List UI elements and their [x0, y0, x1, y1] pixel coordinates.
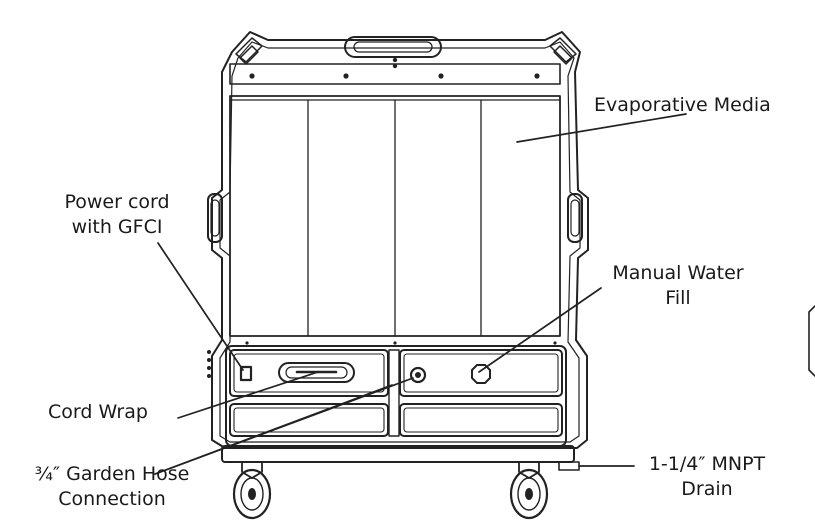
- label-power-cord-line1: Power cord: [64, 191, 170, 213]
- right-lower-panel-inner: [403, 407, 559, 433]
- cord-wrap-inner: [285, 366, 348, 379]
- caster-left: [232, 461, 272, 520]
- drain-fitting: [558, 461, 580, 471]
- garden-hose-connection-inner: [415, 372, 421, 378]
- label-cord-wrap: Cord Wrap: [48, 401, 148, 423]
- leader-evaporative-media: [516, 113, 687, 143]
- leader-garden-hose-2: [154, 377, 414, 475]
- right-lower-panel: [399, 403, 563, 437]
- leader-manual-water-fill: [478, 287, 602, 373]
- right-control-panel-inner: [403, 353, 559, 393]
- base-plate: [221, 445, 575, 463]
- garden-hose-connection: [409, 366, 427, 384]
- housing-inner-outline: [219, 41, 581, 443]
- leader-cord-wrap: [177, 371, 319, 419]
- top-carry-handle: [344, 36, 442, 58]
- cord-wrap: [278, 362, 355, 383]
- side-handle-left: [207, 193, 223, 243]
- label-evaporative-media: Evaporative Media: [594, 94, 771, 116]
- bracket-screws: [249, 57, 540, 79]
- label-garden-hose-line1: ¾″ Garden Hose: [34, 463, 190, 485]
- label-manual-water-fill-line2: Fill: [665, 287, 691, 309]
- manual-water-fill-cap: [471, 364, 491, 384]
- edge-rivets: [207, 341, 557, 378]
- side-handle-right-inner: [570, 199, 580, 237]
- label-manual-water-fill: Manual Water Fill: [586, 261, 770, 311]
- label-power-cord: Power cord with GFCI: [38, 190, 196, 240]
- corner-grip-right: [549, 37, 577, 65]
- housing-outline: [211, 31, 589, 449]
- label-drain-line1: 1-1/4″ MNPT: [648, 453, 766, 475]
- center-post: [388, 349, 400, 437]
- left-lower-panel-inner: [233, 407, 385, 433]
- left-control-panel: [229, 349, 389, 397]
- leader-power-cord: [157, 242, 244, 371]
- caster-right: [509, 461, 549, 520]
- right-control-panel: [399, 349, 563, 397]
- side-handle-left-inner: [210, 199, 220, 237]
- label-drain: 1-1/4″ MNPT Drain: [632, 452, 782, 502]
- corner-grip-left: [235, 37, 263, 65]
- leader-lines: [154, 113, 687, 475]
- top-carry-handle-inner: [353, 41, 433, 53]
- side-handle-right: [567, 193, 583, 243]
- left-control-panel-inner: [233, 353, 385, 393]
- label-garden-hose: ¾″ Garden Hose Connection: [14, 462, 210, 512]
- label-drain-line2: Drain: [681, 478, 733, 500]
- left-lower-panel: [229, 403, 389, 437]
- label-garden-hose-line2: Connection: [58, 488, 166, 510]
- label-power-cord-line2: with GFCI: [71, 216, 163, 238]
- partial-edge-fragment: [808, 305, 815, 377]
- label-manual-water-fill-line1: Manual Water: [612, 262, 744, 284]
- power-cord-socket: [239, 365, 253, 382]
